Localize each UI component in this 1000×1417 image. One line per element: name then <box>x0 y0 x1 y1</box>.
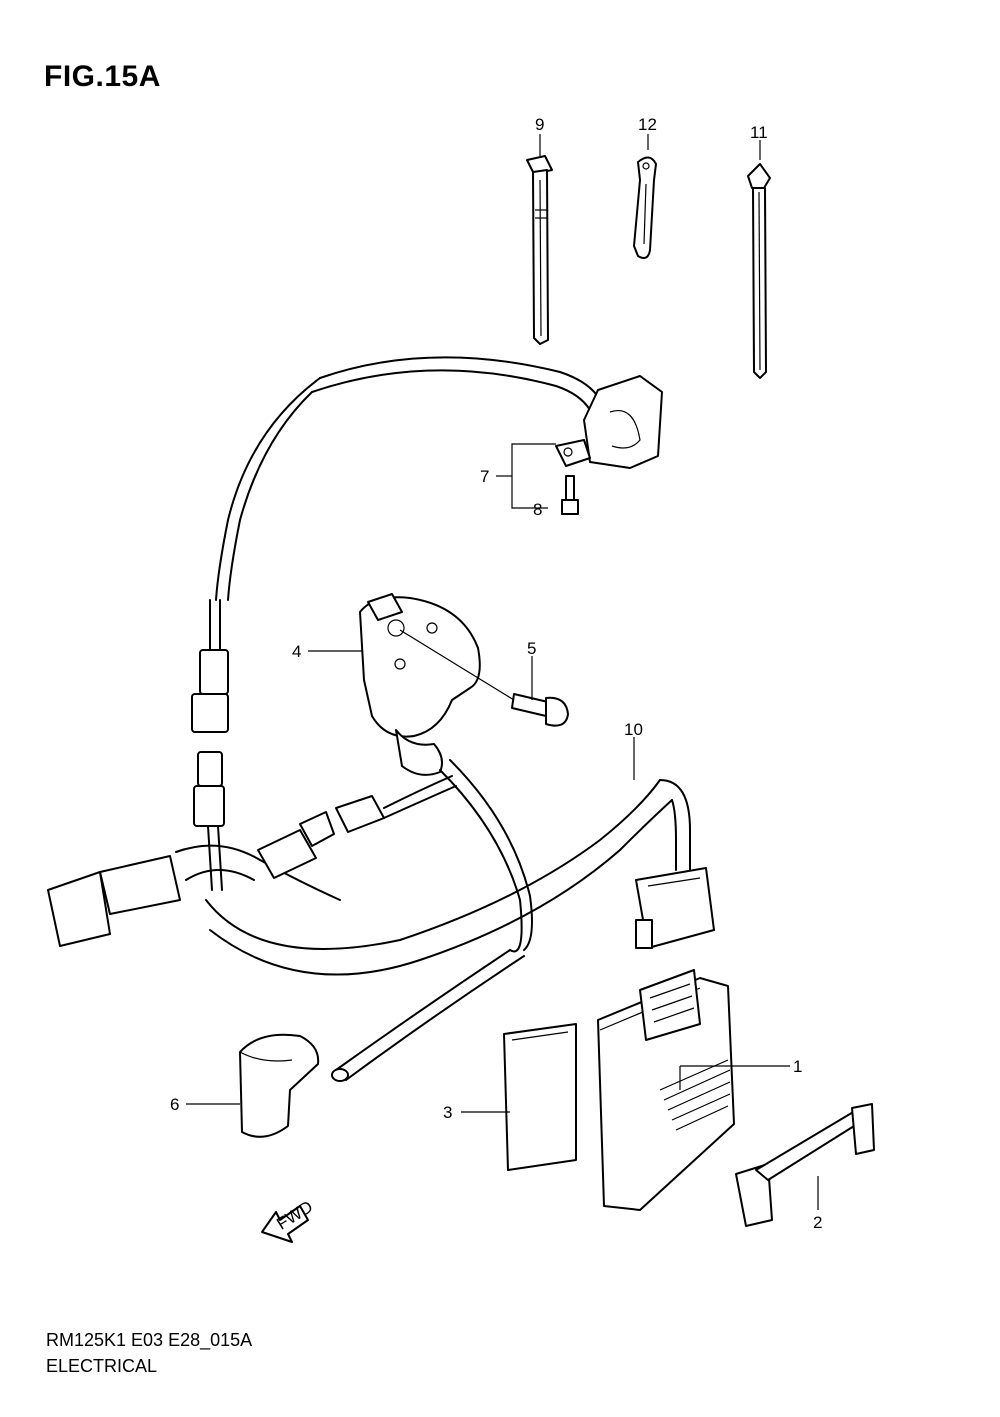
callout-2: 2 <box>813 1213 822 1232</box>
callout-3: 3 <box>443 1103 452 1122</box>
callout-11: 11 <box>750 123 768 142</box>
part-6-cap <box>239 1033 320 1138</box>
part-9-cable-tie <box>526 155 553 345</box>
callout-8: 8 <box>533 500 542 519</box>
diagram-name: ELECTRICAL <box>46 1356 158 1376</box>
callout-9: 9 <box>535 115 544 134</box>
callout-4: 4 <box>292 642 301 661</box>
part-8-screw <box>561 475 579 515</box>
callout-12: 12 <box>638 115 657 134</box>
diagram-code: RM125K1 E03 E28_015A <box>46 1330 253 1350</box>
part-5-bolt <box>511 693 569 727</box>
part-4-switch <box>359 593 481 776</box>
callout-1: 1 <box>793 1057 802 1076</box>
cdi-vent-grid <box>659 1059 731 1131</box>
part-3-pad <box>503 1023 577 1171</box>
callout-5: 5 <box>527 639 536 658</box>
figure-title: FIG.15A <box>44 60 161 93</box>
part-11-cable-tie <box>747 163 771 379</box>
part-7-pickup-coil <box>191 356 663 733</box>
part-1-cdi-unit <box>597 969 735 1211</box>
callout-7: 7 <box>480 467 489 486</box>
part-2-band <box>735 1103 875 1227</box>
part-12-clamp <box>633 156 657 259</box>
callout-labels: 9 12 11 7 8 4 5 10 1 3 6 2 <box>170 115 822 1232</box>
part-10-wiring-harness <box>47 751 715 1082</box>
fwd-arrow: FWD <box>261 1197 316 1243</box>
callout-10: 10 <box>624 720 643 739</box>
callout-6: 6 <box>170 1095 179 1114</box>
leader-lines <box>186 134 819 1210</box>
